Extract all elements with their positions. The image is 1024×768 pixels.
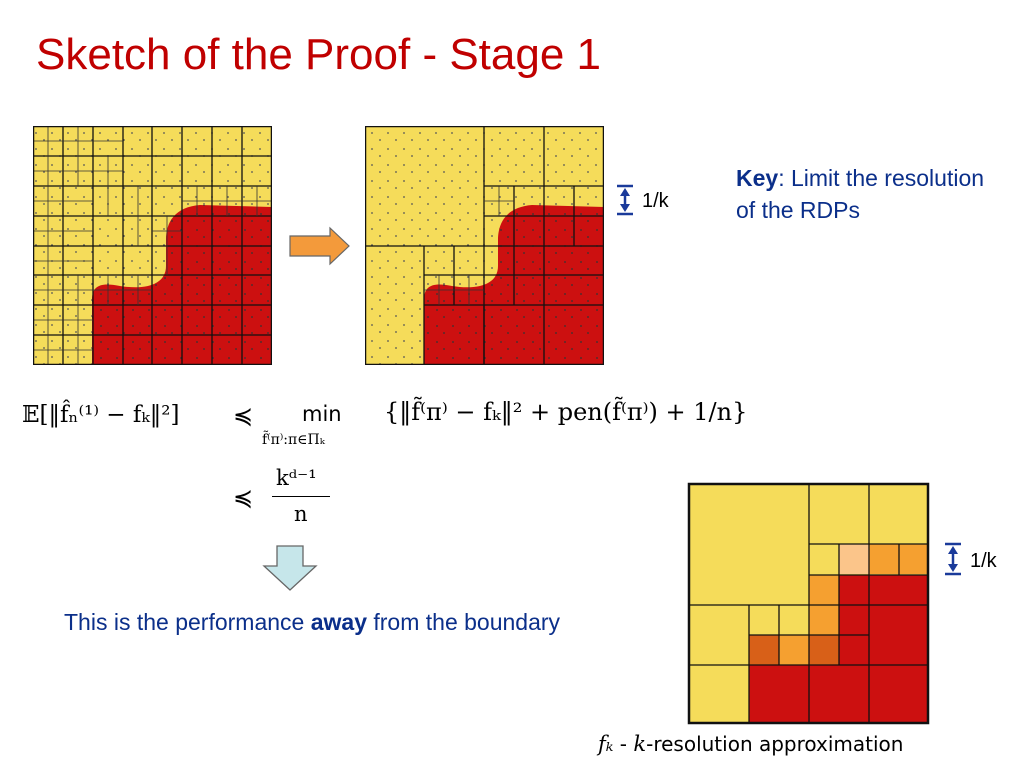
away-note-before: This is the performance — [64, 609, 311, 635]
resolution-label-bottom: 1/k — [970, 550, 997, 572]
away-note-after: from the boundary — [366, 609, 561, 635]
away-note: This is the performance away from the bo… — [64, 606, 584, 638]
equation-relation-1: ≼ — [233, 402, 254, 430]
caption-k: k — [633, 732, 647, 756]
key-note-bold: Key — [736, 165, 779, 191]
caption-text: -resolution approximation — [646, 732, 904, 756]
equation-lhs: 𝔼[‖f̂ₙ⁽¹⁾ − fₖ‖²] — [22, 402, 180, 428]
equation-min-subscript: f̃⁽π⁾:π∈Πₖ — [262, 432, 325, 448]
equation-rhs: {‖f̃⁽π⁾ − fₖ‖² + pen(f̃⁽π⁾) + 1/n} — [384, 398, 747, 426]
middle-square — [365, 126, 604, 365]
slide-title: Sketch of the Proof - Stage 1 — [36, 30, 601, 79]
equation-min: min — [302, 402, 342, 426]
caption-dash: - — [613, 732, 634, 756]
resolution-indicator-top — [617, 184, 633, 216]
down-arrow-icon — [262, 545, 318, 591]
caption-symbol: fₖ — [598, 732, 614, 756]
key-note: Key: Limit the resolution of the RDPs — [736, 162, 986, 226]
transition-arrow-icon — [289, 226, 350, 266]
equation-rhs-main: {‖f̃⁽π⁾ − fₖ‖² + pen(f̃⁽π⁾) + 1/n} — [384, 398, 748, 426]
resolution-label-top: 1/k — [642, 190, 669, 212]
resolution-indicator-bottom — [945, 542, 961, 576]
fraction-bar — [272, 496, 330, 497]
approximation-caption: fₖ - k-resolution approximation — [598, 732, 903, 756]
away-note-bold: away — [310, 609, 367, 635]
key-note-text: : Limit the resolution of the RDPs — [736, 165, 985, 223]
equation-relation-2: ≼ — [233, 484, 254, 512]
left-square — [33, 126, 272, 365]
fraction-denominator: n — [294, 502, 308, 526]
fraction-numerator: kᵈ⁻¹ — [276, 466, 317, 490]
approximation-square — [687, 482, 930, 725]
